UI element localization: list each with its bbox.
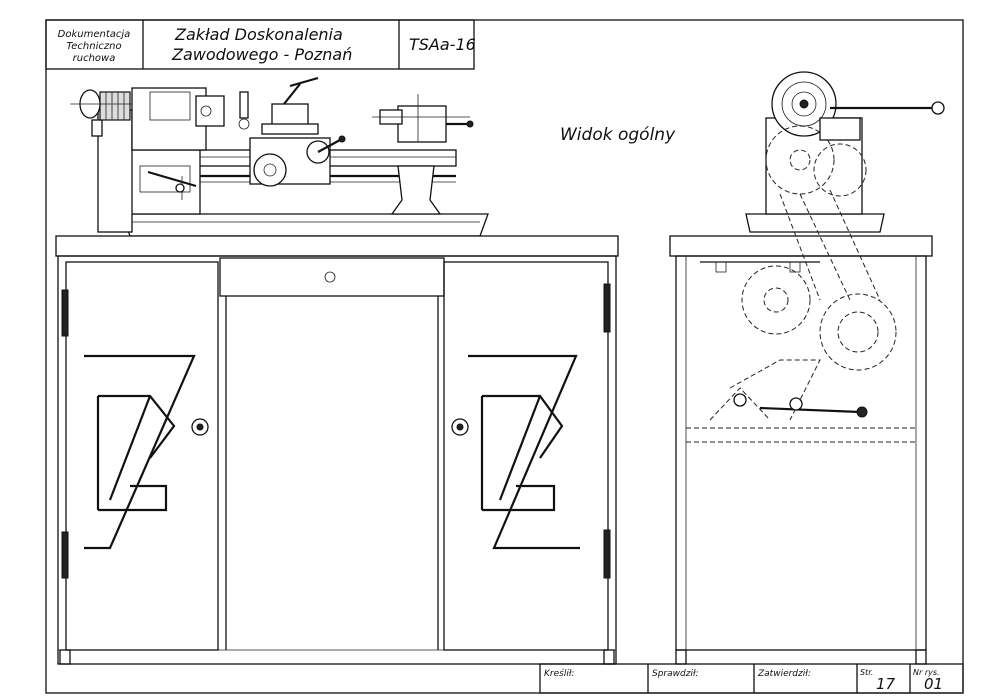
view-label: Widok ogólny: [560, 125, 676, 145]
side-view: [669, 71, 945, 665]
apron-handwheel: [253, 153, 287, 187]
figure-value: 01: [924, 675, 943, 693]
chip-tray: [121, 213, 489, 237]
title-block: Dokumentacja Techniczno ruchowa Zakład D…: [45, 19, 476, 70]
drawer: [219, 257, 445, 297]
page-value: 17: [876, 675, 896, 693]
drive-housing: [97, 109, 133, 233]
right-door: [443, 261, 611, 651]
approved-by-label: Zatwierdził:: [757, 669, 811, 679]
doc-type-line1: Dokumentacja: [58, 29, 131, 40]
hidden-drive-mechanism: [700, 189, 897, 421]
bench-cabinet: [57, 255, 617, 665]
front-view: [55, 76, 619, 665]
doc-type-line3: ruchowa: [73, 53, 116, 64]
lathe-side-profile: [745, 71, 945, 233]
tailstock-leg: [390, 165, 442, 215]
figure-label: Nr rys.: [913, 668, 940, 677]
lathe-machine: [70, 76, 489, 237]
cone-pulley: [70, 89, 150, 121]
model-code: TSAa-16: [409, 35, 476, 54]
chuck: [195, 95, 225, 127]
tailstock: [372, 94, 474, 143]
zdz-logo-left: [84, 354, 196, 550]
tool-post: [271, 103, 309, 127]
headstock: [131, 87, 207, 151]
company-line1: Zakład Doskonalenia: [174, 25, 343, 44]
left-door: [61, 261, 219, 651]
side-cabinet: [675, 255, 927, 651]
footer-block: Kreślił: Sprawdził: Zatwierdził: Str. 17…: [539, 663, 964, 694]
bench-top: [55, 235, 619, 257]
drawer-lock: [324, 271, 336, 283]
doc-type-line2: Techniczno: [66, 41, 121, 52]
side-bench-top: [669, 235, 933, 257]
side-gear-upper: [765, 125, 835, 195]
drawing-frame: [45, 19, 964, 694]
checked-by-label: Sprawdził:: [652, 669, 699, 679]
company-line2: Zawodowego - Poznań: [171, 45, 352, 64]
headstock-leg: [127, 149, 201, 215]
drawn-by-label: Kreślił:: [544, 668, 574, 679]
page-label: Str.: [860, 668, 873, 677]
zdz-logo-right: [468, 354, 580, 550]
